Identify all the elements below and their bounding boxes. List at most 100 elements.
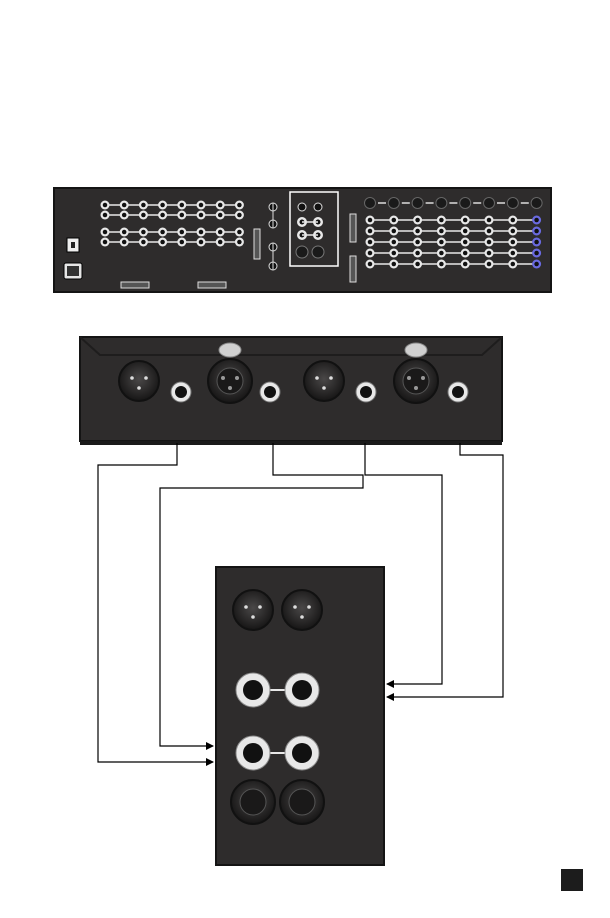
trs-jack-center [487,229,492,234]
trs-jack-center [368,229,373,234]
rca-jack-center [141,240,146,245]
rca-jack-center [180,240,185,245]
trs-jack-center [511,240,516,245]
trs-jack-center [511,218,516,223]
rack-unit-rear-panel [54,188,551,292]
rca-jack-center [237,230,242,235]
trs-jack-center [534,218,539,223]
grounding-knob[interactable] [405,343,427,357]
dsub-connector [198,282,226,288]
power-inlet [64,263,82,279]
rca-jack-center [180,203,185,208]
trs-jack-center [534,251,539,256]
rca-jack-center [180,213,185,218]
trs-jack-center [439,218,444,223]
rca-jack-center [122,203,127,208]
trs-jack [260,382,280,402]
trs-jack-center [439,262,444,267]
black-square-icon [561,869,583,891]
trs-jack-center [463,218,468,223]
trs-jack [356,382,376,402]
trs-jack-center [463,229,468,234]
trs-jack-center [439,240,444,245]
trs-jack-center [534,262,539,267]
trs-jack-center [439,251,444,256]
trs-jack-center [511,251,516,256]
trs-jack-center [439,229,444,234]
trs-jack-center [511,229,516,234]
rca-jack-center [199,203,204,208]
trs-jack-center [392,229,397,234]
xlr-male-connector [233,590,273,630]
rca-jack-center [103,230,108,235]
xlr-male-connector [304,361,344,401]
optical-port [412,198,423,209]
rca-jack-center [180,230,185,235]
optical-port [365,198,376,209]
wire [98,443,213,762]
trs-jack-center [463,240,468,245]
trs-jack-center [534,229,539,234]
xlr-female-connector [231,780,275,824]
rca-jack-center [218,230,223,235]
preamp-rear-panel [80,337,502,445]
trs-jack-center [392,262,397,267]
rca-jack-center [160,213,165,218]
trs-jack-center [487,262,492,267]
rca-jack-center [218,240,223,245]
trs-jack-center [415,218,420,223]
wire [387,443,503,697]
rca-jack-center [160,203,165,208]
trs-jack-center [463,251,468,256]
trs-jack-center [487,251,492,256]
rca-jack-center [122,213,127,218]
xlr-female-connector [208,359,252,403]
rca-jack-center [141,203,146,208]
patch-panel [216,567,384,865]
dsub-connector [254,229,260,259]
trs-jack-center [368,240,373,245]
trs-jack-center [368,218,373,223]
optical-port [507,198,518,209]
optical-port [460,198,471,209]
xlr-male-connector [282,590,322,630]
trs-jack-center [368,251,373,256]
trs-jack-center [487,240,492,245]
trs-jack-center [511,262,516,267]
trs-jack-center [392,251,397,256]
grounding-knob[interactable] [219,343,241,357]
rca-jack-center [103,240,108,245]
xlr-male-connector [119,361,159,401]
trs-jack-center [415,262,420,267]
rca-jack-center [160,230,165,235]
rca-jack-center [122,230,127,235]
rca-jack-center [237,213,242,218]
xlr-female-connector [280,780,324,824]
trs-jack-center [415,251,420,256]
trs-jack [448,382,468,402]
optical-port [388,198,399,209]
rca-jack-center [103,213,108,218]
xlr-female-connector [394,359,438,403]
trs-jack-center [415,240,420,245]
trs-jack-center [415,229,420,234]
trs-jack-center [534,240,539,245]
trs-jack-center [368,262,373,267]
optical-port [484,198,495,209]
rca-jack-center [218,203,223,208]
rca-jack-center [141,230,146,235]
rca-jack-center [199,240,204,245]
rca-jack-center [141,213,146,218]
trs-jack-center [463,262,468,267]
dsub-connector [121,282,149,288]
rca-jack-center [237,240,242,245]
trs-jack [171,382,191,402]
rca-jack-center [237,203,242,208]
trs-jack-center [392,218,397,223]
trs-jack-center [487,218,492,223]
rca-jack-center [122,240,127,245]
rca-jack-center [199,230,204,235]
rca-jack-center [218,213,223,218]
optical-port [531,198,542,209]
